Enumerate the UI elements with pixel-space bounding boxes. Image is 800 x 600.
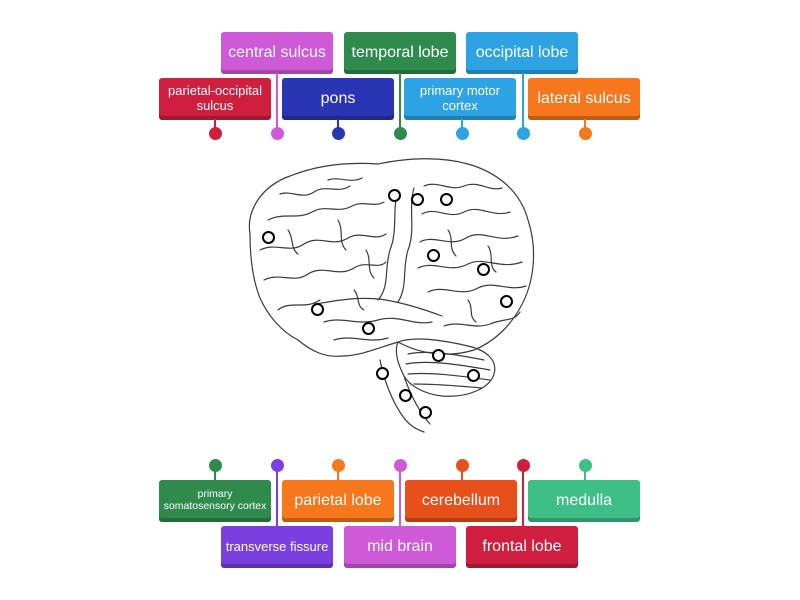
connector bbox=[337, 465, 339, 481]
drop-target[interactable] bbox=[311, 303, 324, 316]
connector bbox=[522, 73, 524, 131]
label-parietal-lobe[interactable]: parietal lobe bbox=[282, 480, 394, 522]
label-medulla[interactable]: medulla bbox=[528, 480, 640, 522]
connector bbox=[276, 465, 278, 527]
label-central-sulcus[interactable]: central sulcus bbox=[221, 32, 333, 74]
label-lateral-sulcus[interactable]: lateral sulcus bbox=[528, 78, 640, 120]
connector bbox=[214, 465, 216, 481]
connector-pin bbox=[393, 127, 407, 140]
label-transverse-fissure[interactable]: transverse fissure bbox=[221, 526, 333, 568]
drop-target[interactable] bbox=[362, 322, 375, 335]
label-primary-somatosensory-cortex[interactable]: primary somatosensory cortex bbox=[159, 480, 271, 522]
label-cerebellum[interactable]: cerebellum bbox=[405, 480, 517, 522]
connector bbox=[399, 73, 401, 131]
drop-target[interactable] bbox=[432, 349, 445, 362]
connector bbox=[584, 465, 586, 481]
label-temporal-lobe[interactable]: temporal lobe bbox=[344, 32, 456, 74]
label-frontal-lobe[interactable]: frontal lobe bbox=[466, 526, 578, 568]
drop-target[interactable] bbox=[440, 193, 453, 206]
connector-pin bbox=[270, 127, 284, 140]
connector bbox=[584, 119, 586, 131]
label-parietal-occipital-sulcus[interactable]: parietal-occipital sulcus bbox=[159, 78, 271, 120]
connector bbox=[399, 465, 401, 527]
drop-target[interactable] bbox=[427, 249, 440, 262]
connector-pin bbox=[208, 127, 222, 140]
drop-target[interactable] bbox=[419, 406, 432, 419]
connector-pin bbox=[516, 127, 530, 140]
label-pons[interactable]: pons bbox=[282, 78, 394, 120]
drop-target[interactable] bbox=[467, 369, 480, 382]
connector-pin bbox=[331, 127, 345, 140]
connector bbox=[337, 119, 339, 131]
drop-target[interactable] bbox=[376, 367, 389, 380]
drop-target[interactable] bbox=[500, 295, 513, 308]
drop-target[interactable] bbox=[399, 389, 412, 402]
connector-pin bbox=[455, 127, 469, 140]
drop-target[interactable] bbox=[388, 189, 401, 202]
connector bbox=[522, 465, 524, 527]
connector bbox=[214, 119, 216, 131]
label-occipital-lobe[interactable]: occipital lobe bbox=[466, 32, 578, 74]
label-mid-brain[interactable]: mid brain bbox=[344, 526, 456, 568]
connector bbox=[461, 465, 463, 481]
connector bbox=[276, 73, 278, 131]
drop-target[interactable] bbox=[262, 231, 275, 244]
drop-target[interactable] bbox=[411, 193, 424, 206]
label-primary-motor-cortex[interactable]: primary motor cortex bbox=[404, 78, 516, 120]
connector bbox=[461, 119, 463, 131]
drop-target[interactable] bbox=[477, 263, 490, 276]
connector-pin bbox=[578, 127, 592, 140]
